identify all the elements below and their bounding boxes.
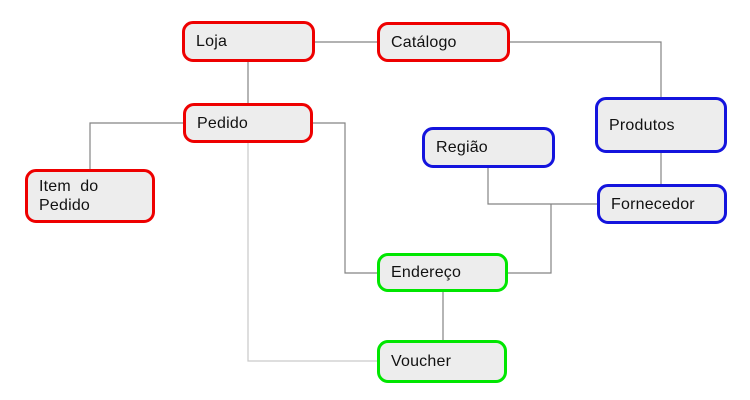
node-loja[interactable]: Loja — [182, 21, 315, 62]
node-item-do-pedido[interactable]: Item do Pedido — [25, 169, 155, 223]
node-catalogo[interactable]: Catálogo — [377, 22, 510, 62]
node-label: Região — [436, 139, 488, 156]
node-regiao[interactable]: Região — [422, 127, 555, 168]
node-label: Pedido — [197, 114, 249, 132]
node-label: Catálogo — [391, 33, 457, 51]
edge-regiao-fornecedor — [487, 168, 597, 205]
node-label: Loja — [196, 33, 228, 50]
node-endereco[interactable]: Endereço — [377, 253, 508, 292]
edge-catalogo-produtos — [510, 41, 662, 97]
node-label: Fornecedor — [611, 195, 695, 213]
edge-fornecedor-endereco — [508, 204, 552, 274]
node-fornecedor[interactable]: Fornecedor — [597, 184, 727, 224]
edge-pedido-endereco — [313, 122, 377, 274]
node-label: Endereço — [391, 264, 462, 281]
node-label: Produtos — [609, 116, 675, 134]
edge-pedido-item — [89, 122, 183, 169]
edge-pedido-voucher — [247, 143, 377, 362]
node-voucher[interactable]: Voucher — [377, 340, 507, 383]
node-label: Voucher — [391, 353, 452, 370]
node-pedido[interactable]: Pedido — [183, 103, 313, 143]
node-produtos[interactable]: Produtos — [595, 97, 727, 153]
node-label: Item do Pedido — [39, 178, 99, 214]
